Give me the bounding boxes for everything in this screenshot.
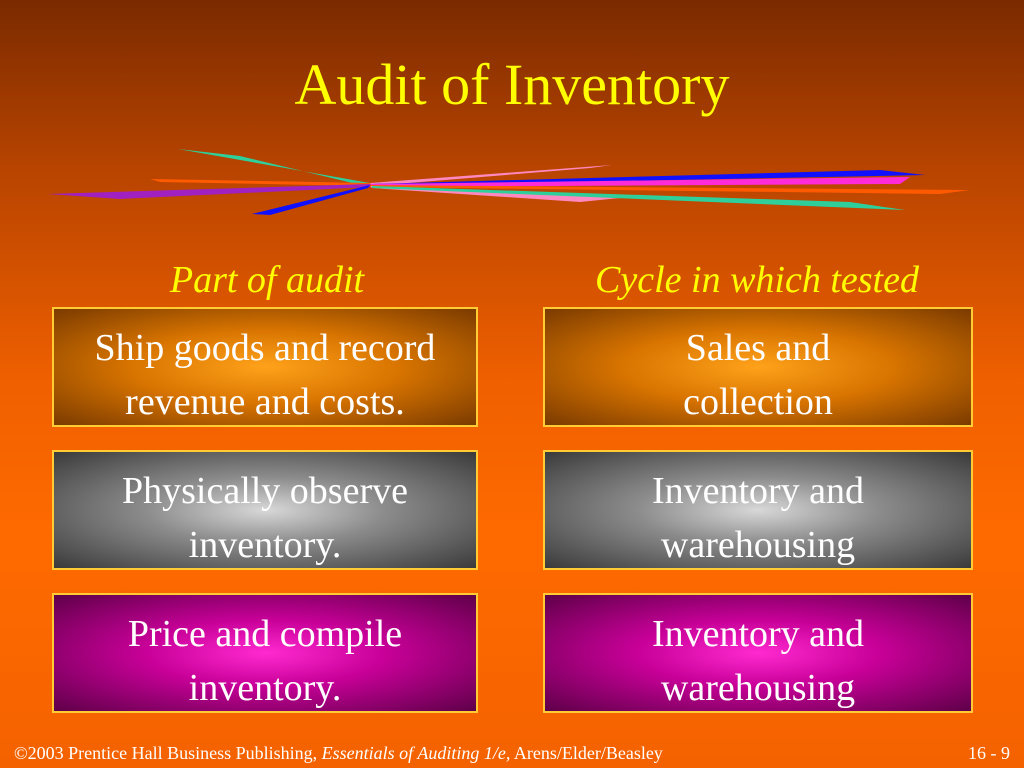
streak-teal bbox=[178, 149, 370, 186]
part-text-line1: Price and compile bbox=[127, 613, 403, 655]
decorative-streaks bbox=[48, 149, 970, 215]
footer-page-number: 16 - 9 bbox=[968, 743, 1010, 763]
footer-copyright: ©2003 Prentice Hall Business Publishing, bbox=[14, 743, 318, 763]
cycle-box-inventory-warehousing-2: Inventory and warehousing bbox=[543, 593, 973, 713]
cycle-text-line2: collection bbox=[683, 381, 833, 423]
footer-book-title: Essentials of Auditing 1/e, bbox=[321, 743, 511, 763]
column-header-part-of-audit: Part of audit bbox=[169, 259, 365, 301]
cycle-text-line1: Sales and bbox=[685, 327, 831, 369]
column-header-cycle-tested: Cycle in which tested bbox=[595, 259, 919, 301]
streak-orange-right bbox=[370, 185, 970, 194]
footer-authors: Arens/Elder/Beasley bbox=[513, 743, 663, 763]
streak-orange-left bbox=[150, 179, 370, 186]
streak-teal-lower bbox=[372, 186, 905, 210]
cycle-box-sales-collection: Sales and collection bbox=[543, 307, 973, 427]
streak-blue-left bbox=[252, 185, 370, 215]
streak-blue-right bbox=[370, 170, 925, 186]
streak-magenta bbox=[370, 177, 910, 187]
part-box-ship-goods: Ship goods and record revenue and costs. bbox=[52, 307, 478, 427]
footer-credit: ©2003 Prentice Hall Business Publishing,… bbox=[14, 738, 663, 768]
streak-pink-upper bbox=[370, 165, 612, 186]
part-box-observe-inventory: Physically observe inventory. bbox=[52, 450, 478, 570]
part-text-line1: Physically observe bbox=[121, 470, 408, 512]
part-text-line2: revenue and costs. bbox=[125, 381, 405, 423]
cycle-text-line1: Inventory and bbox=[651, 470, 865, 512]
cycle-text-line1: Inventory and bbox=[651, 613, 865, 655]
cycle-text-line2: warehousing bbox=[660, 524, 856, 566]
streak-purple bbox=[48, 184, 370, 199]
part-text-line2: inventory. bbox=[188, 667, 342, 709]
part-text-line1: Ship goods and record bbox=[94, 327, 436, 369]
slide-title: Audit of Inventory bbox=[294, 52, 730, 117]
part-box-price-compile: Price and compile inventory. bbox=[52, 593, 478, 713]
cycle-text-line2: warehousing bbox=[660, 667, 856, 709]
slide-footer: ©2003 Prentice Hall Business Publishing,… bbox=[0, 738, 1024, 768]
part-text-line2: inventory. bbox=[188, 524, 342, 566]
cycle-box-inventory-warehousing: Inventory and warehousing bbox=[543, 450, 973, 570]
